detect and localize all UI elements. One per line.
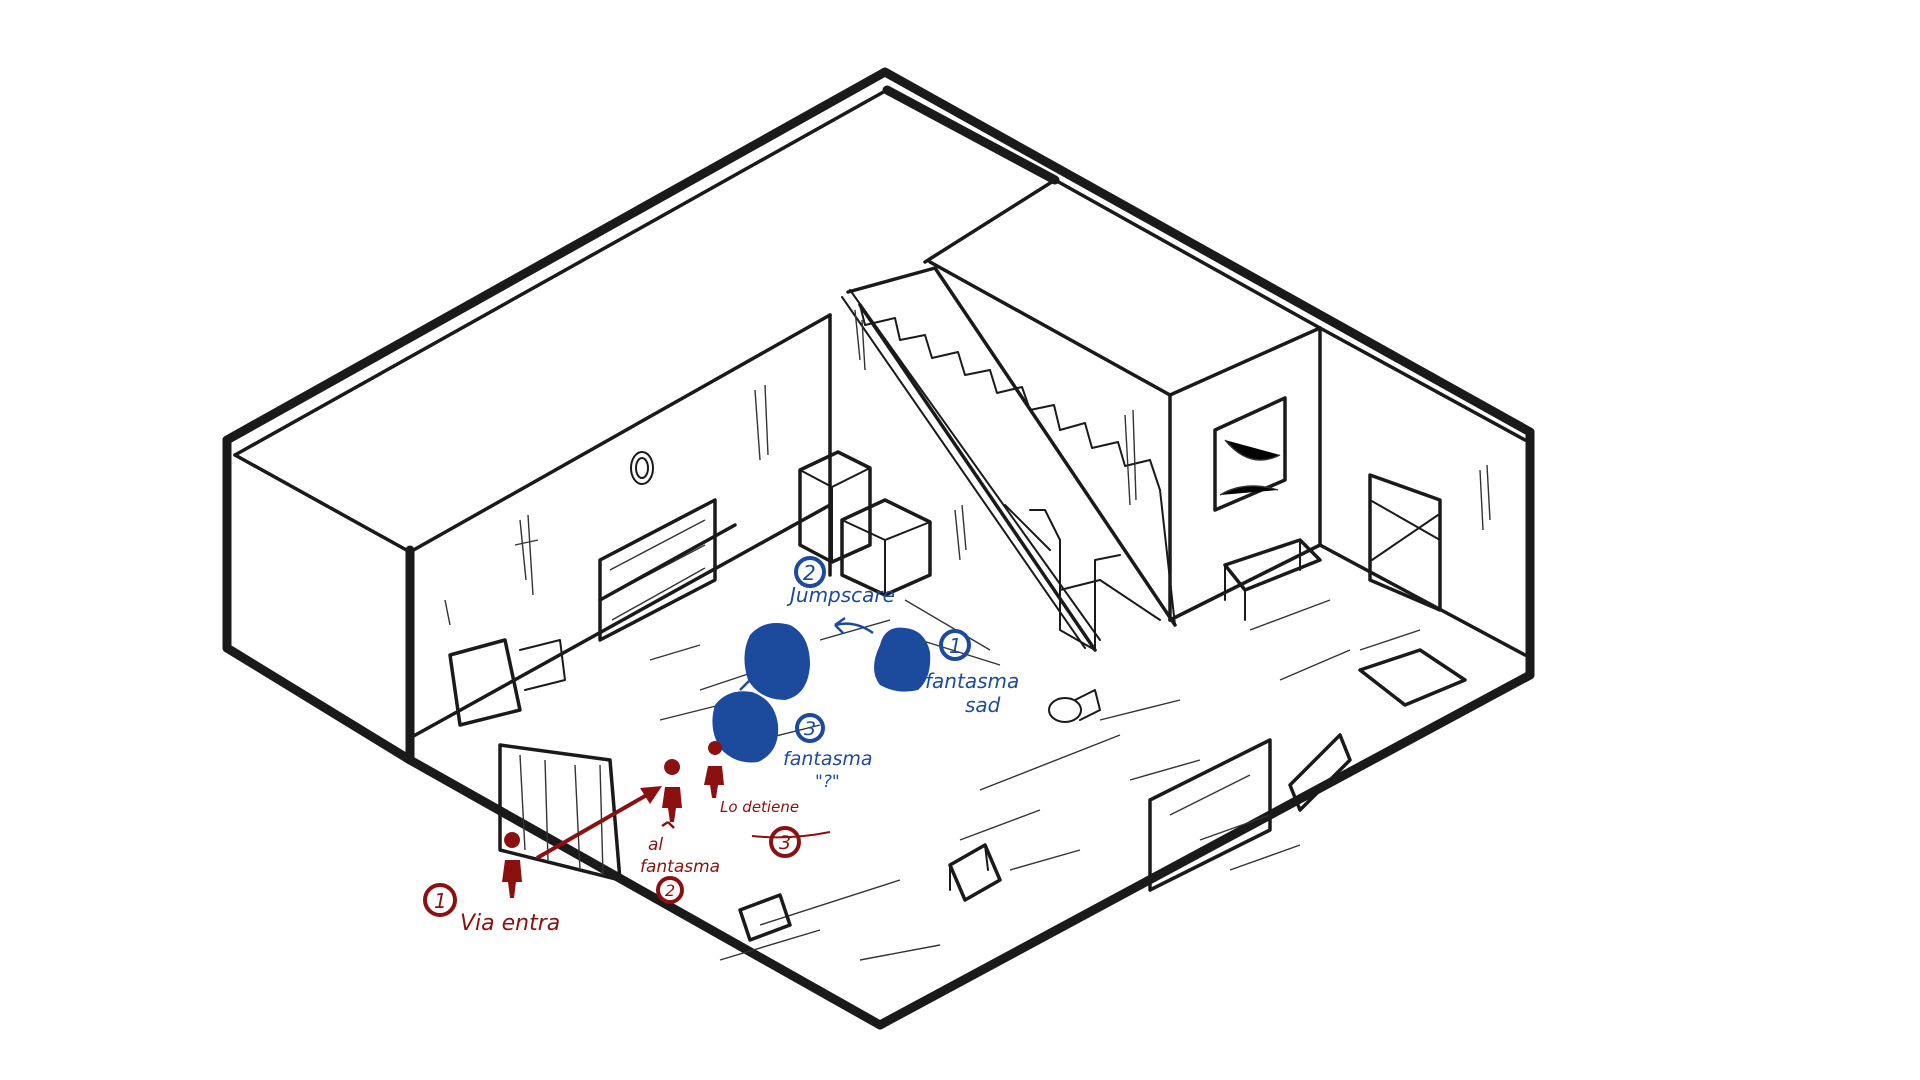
- ghost-2-annotation: 2 Jumpscare: [786, 556, 895, 607]
- ghost-1-number: 1: [949, 634, 962, 658]
- knocked-bucket: [1048, 689, 1101, 723]
- person-3-annotation: Lo detiene 3: [720, 798, 831, 858]
- person-arrow: [536, 786, 675, 860]
- room-outline: [222, 67, 1535, 1030]
- ghost-1-figure: [874, 627, 931, 692]
- person-1-number: 1: [434, 889, 447, 913]
- person-3-figure: [704, 741, 724, 798]
- person-2-label-line1: al: [648, 835, 663, 855]
- ghost-3-annotation: 3 fantasma "?": [783, 713, 873, 792]
- fireplace: [598, 498, 737, 642]
- ghost-3-figure: [712, 691, 779, 763]
- fallen-chair: [738, 893, 792, 942]
- overturned-table: [1223, 538, 1322, 621]
- floor-debris: [649, 599, 1421, 961]
- ghost-2-figure: [744, 622, 810, 700]
- person-1-figure: [502, 832, 522, 898]
- person-2-number: 2: [665, 881, 675, 900]
- hanging-cloth: [498, 743, 622, 882]
- frame-leaning: [1288, 733, 1352, 812]
- wall-cracks: [444, 309, 1491, 626]
- ghost-1-label-line2: sad: [965, 693, 1001, 717]
- wall-clock: [630, 451, 654, 485]
- covered-chair: [448, 638, 566, 727]
- ghost-figures: [712, 622, 931, 763]
- person-1-label: Via entra: [460, 911, 560, 936]
- staircase: [841, 266, 1177, 652]
- person-2-annotation: al fantasma 2: [640, 835, 720, 904]
- ghost-3-label-line2: "?": [815, 772, 840, 792]
- ghost-1-annotation: 1 fantasma sad: [925, 629, 1019, 717]
- cabinet: [798, 450, 932, 597]
- ghost-arrows: [739, 616, 874, 691]
- person-2-figure: [662, 759, 682, 822]
- boarded-window-right: [1213, 396, 1442, 612]
- ghost-3-number: 3: [804, 718, 816, 740]
- broken-chair-floor: [948, 843, 1002, 902]
- ghost-2-number: 2: [803, 561, 816, 585]
- floor-panel: [1358, 648, 1467, 707]
- ghost-2-label: Jumpscare: [786, 583, 895, 607]
- person-1-annotation: 1 Via entra: [423, 883, 560, 936]
- person-3-number: 3: [779, 832, 791, 854]
- ghost-1-label-line1: fantasma: [925, 669, 1019, 693]
- person-figures: [502, 741, 724, 898]
- person-2-label-line2: fantasma: [640, 857, 720, 877]
- ghost-3-label-line1: fantasma: [783, 748, 873, 770]
- person-3-label: Lo detiene: [720, 798, 799, 816]
- picture-frame-floor: [1148, 738, 1272, 892]
